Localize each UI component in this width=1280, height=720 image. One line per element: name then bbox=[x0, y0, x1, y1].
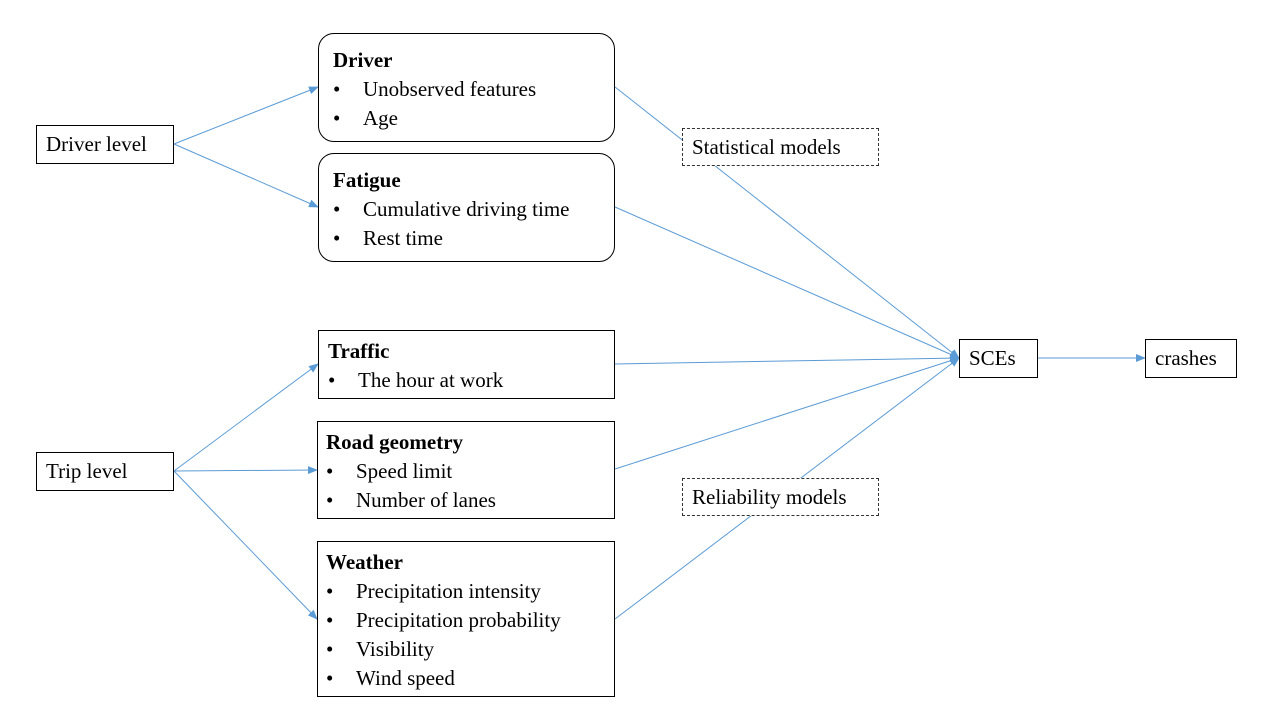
bullet-icon: • bbox=[326, 666, 334, 690]
weather-factor-list: •Precipitation intensity •Precipitation … bbox=[326, 577, 614, 693]
bullet-icon: • bbox=[333, 106, 341, 130]
statistical-models-text: Statistical models bbox=[692, 134, 841, 159]
arrow-driver-level-to-driver bbox=[173, 86, 319, 145]
driver-factor-item: •Unobserved features bbox=[333, 75, 614, 104]
fatigue-factor-item: •Rest time bbox=[333, 224, 614, 253]
bullet-icon: • bbox=[333, 77, 341, 101]
driver-factor-item: •Age bbox=[333, 104, 614, 133]
traffic-factor-list: •The hour at work bbox=[328, 366, 614, 395]
bullet-icon: • bbox=[328, 368, 336, 392]
weather-factor-item: •Wind speed bbox=[326, 664, 614, 693]
driver-factor-box: Driver •Unobserved features •Age bbox=[318, 33, 615, 142]
trip-level-box: Trip level bbox=[36, 452, 174, 491]
traffic-factor-item: •The hour at work bbox=[328, 366, 614, 395]
driver-factor-list: •Unobserved features •Age bbox=[333, 75, 614, 133]
bullet-icon: • bbox=[326, 488, 334, 512]
arrow-trip-level-to-traffic bbox=[173, 363, 319, 472]
bullet-icon: • bbox=[326, 637, 334, 661]
trip-level-label: Trip level bbox=[46, 459, 128, 483]
fatigue-factor-title: Fatigue bbox=[333, 168, 401, 192]
fatigue-factor-item: •Cumulative driving time bbox=[333, 195, 614, 224]
statistical-models-label: Statistical models bbox=[682, 128, 879, 166]
bullet-icon: • bbox=[333, 197, 341, 221]
road-geometry-factor-item: •Number of lanes bbox=[326, 486, 614, 515]
arrow-fatigue-to-sces bbox=[614, 206, 960, 359]
arrow-trip-level-to-road-geometry bbox=[173, 466, 318, 475]
weather-factor-item: •Precipitation intensity bbox=[326, 577, 614, 606]
reliability-models-label: Reliability models bbox=[682, 478, 879, 516]
driver-factor-title: Driver bbox=[333, 48, 393, 72]
arrow-road-geometry-to-sces bbox=[614, 356, 960, 470]
arrow-driver-to-sces bbox=[614, 86, 960, 359]
road-geometry-factor-title: Road geometry bbox=[326, 430, 464, 454]
bullet-icon: • bbox=[326, 579, 334, 603]
weather-factor-item: •Precipitation probability bbox=[326, 606, 614, 635]
arrow-traffic-to-sces bbox=[614, 354, 960, 365]
traffic-factor-box: Traffic •The hour at work bbox=[318, 330, 615, 399]
driver-level-box: Driver level bbox=[36, 125, 174, 164]
crashes-label: crashes bbox=[1155, 346, 1217, 370]
driver-level-label: Driver level bbox=[46, 132, 147, 156]
road-geometry-factor-item: •Speed limit bbox=[326, 457, 614, 486]
road-geometry-factor-list: •Speed limit •Number of lanes bbox=[326, 457, 614, 515]
traffic-factor-title: Traffic bbox=[328, 339, 390, 363]
bullet-icon: • bbox=[326, 459, 334, 483]
weather-factor-box: Weather •Precipitation intensity •Precip… bbox=[317, 541, 615, 697]
weather-factor-item: •Visibility bbox=[326, 635, 614, 664]
arrow-driver-level-to-fatigue bbox=[173, 143, 319, 208]
fatigue-factor-box: Fatigue •Cumulative driving time •Rest t… bbox=[318, 153, 615, 262]
road-geometry-factor-box: Road geometry •Speed limit •Number of la… bbox=[317, 421, 615, 519]
bullet-icon: • bbox=[326, 608, 334, 632]
bullet-icon: • bbox=[333, 226, 341, 250]
crashes-box: crashes bbox=[1145, 339, 1237, 378]
reliability-models-text: Reliability models bbox=[692, 484, 847, 509]
sces-label: SCEs bbox=[969, 346, 1016, 370]
weather-factor-title: Weather bbox=[326, 550, 403, 574]
sces-box: SCEs bbox=[959, 339, 1038, 378]
arrow-trip-level-to-weather bbox=[173, 470, 318, 620]
fatigue-factor-list: •Cumulative driving time •Rest time bbox=[333, 195, 614, 253]
